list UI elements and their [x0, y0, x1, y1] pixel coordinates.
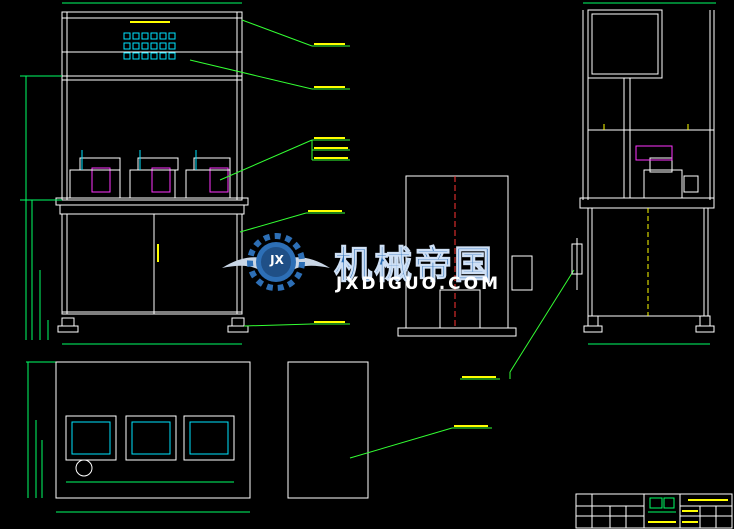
- panel-leader: [349, 427, 492, 459]
- test-fixtures: [69, 150, 231, 199]
- blank-panel: [287, 361, 369, 499]
- control-panel-buttons: [123, 32, 176, 60]
- company-logo-icon: [648, 497, 676, 513]
- front-leaders: [189, 19, 350, 327]
- side-view: [571, 2, 716, 345]
- watermark-title: 机械帝国: [333, 243, 495, 288]
- plan-view: [26, 361, 251, 513]
- watermark: JX 机械帝国 JXDIGUO.COM: [220, 228, 520, 300]
- watermark-badge: JX: [270, 253, 284, 267]
- center-view: [397, 175, 533, 337]
- watermark-url: JXDIGUO.COM: [336, 274, 502, 294]
- front-view: [20, 2, 249, 345]
- title-block: [575, 493, 733, 529]
- annotation-marks: [308, 43, 728, 523]
- center-leaders: [460, 269, 575, 380]
- gear-wing-logo-icon: [222, 233, 330, 291]
